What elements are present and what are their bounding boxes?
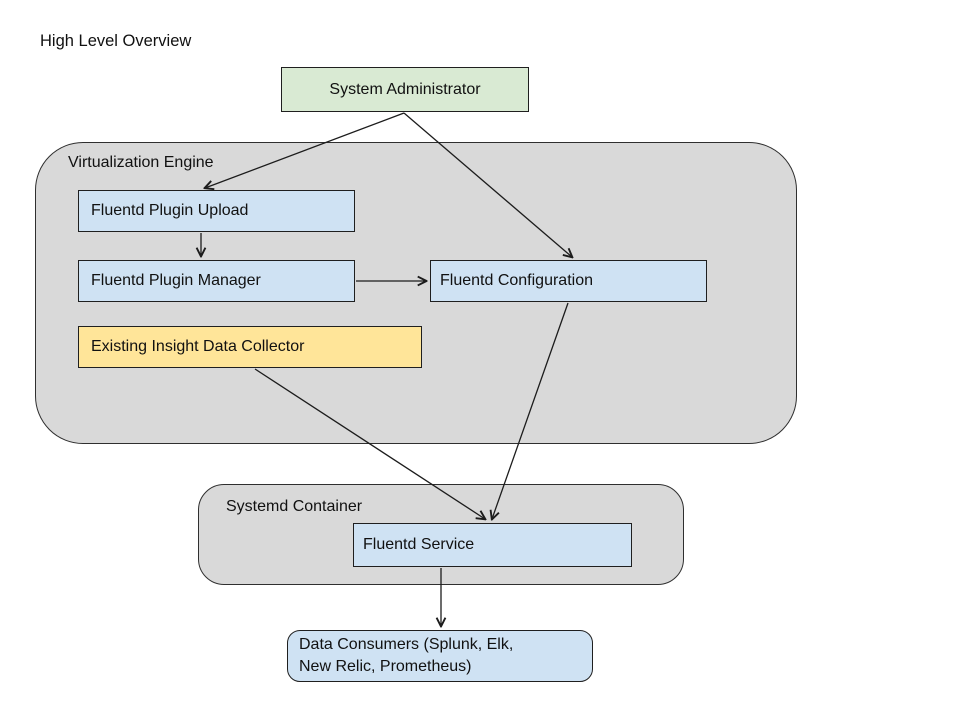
node-data-consumers-label-line2: New Relic, Prometheus): [299, 658, 472, 675]
node-existing-insight-data-collector-label: Existing Insight Data Collector: [91, 338, 305, 355]
page-title: High Level Overview: [40, 32, 192, 50]
node-fluentd-plugin-manager-label: Fluentd Plugin Manager: [91, 272, 261, 289]
node-fluentd-plugin-upload-label: Fluentd Plugin Upload: [91, 202, 249, 219]
node-fluentd-configuration: Fluentd Configuration: [430, 260, 707, 302]
node-system-administrator-label: System Administrator: [329, 80, 481, 98]
node-existing-insight-data-collector: Existing Insight Data Collector: [78, 326, 422, 368]
node-data-consumers: Data Consumers (Splunk, Elk, New Relic, …: [287, 630, 593, 682]
container-systemd-label: Systemd Container: [226, 498, 363, 515]
node-fluentd-plugin-manager: Fluentd Plugin Manager: [78, 260, 355, 302]
node-fluentd-service: Fluentd Service: [353, 523, 632, 567]
node-system-administrator: System Administrator: [281, 67, 529, 112]
node-fluentd-service-label: Fluentd Service: [363, 536, 475, 553]
node-data-consumers-label-line1: Data Consumers (Splunk, Elk,: [299, 636, 514, 653]
container-virtualization-engine-label: Virtualization Engine: [68, 154, 214, 171]
node-fluentd-plugin-upload: Fluentd Plugin Upload: [78, 190, 355, 232]
node-fluentd-configuration-label: Fluentd Configuration: [440, 272, 593, 289]
